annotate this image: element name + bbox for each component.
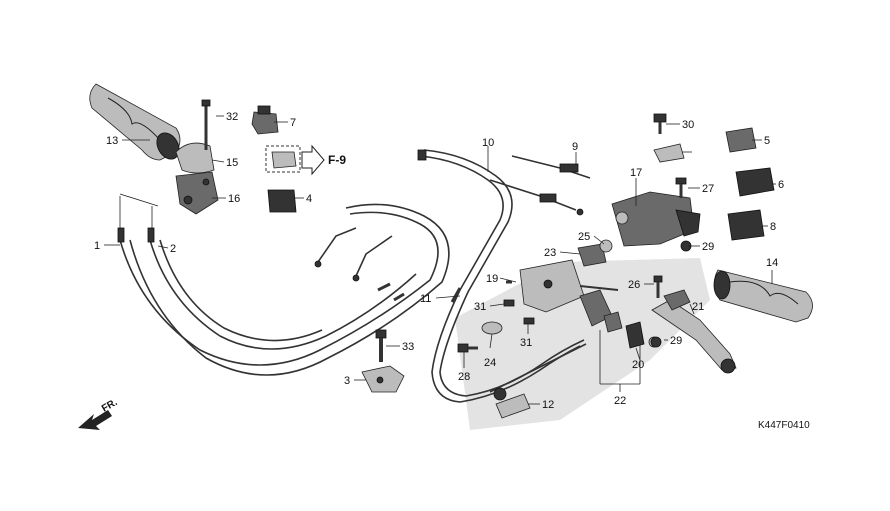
label-30: 30 xyxy=(682,119,694,131)
label-15: 15 xyxy=(226,157,238,169)
label-19: 19 xyxy=(486,273,498,285)
label-13: 13 xyxy=(106,135,118,147)
label-33: 33 xyxy=(402,341,414,353)
label-4: 4 xyxy=(306,193,312,205)
label-14: 14 xyxy=(766,257,778,269)
screen-shading xyxy=(455,258,710,430)
bolts-31 xyxy=(503,280,535,325)
screw-26 xyxy=(653,275,663,298)
label-20: 20 xyxy=(632,359,644,371)
throttle-housing xyxy=(175,142,219,215)
brake-cable xyxy=(417,149,585,403)
label-32: 32 xyxy=(226,111,238,123)
label-1: 1 xyxy=(94,240,100,252)
label-22: 22 xyxy=(614,395,626,407)
switch-22 xyxy=(579,289,641,385)
nut-29-lower xyxy=(650,336,662,348)
label-27: 27 xyxy=(702,183,714,195)
throttle-cables xyxy=(117,193,450,376)
label-2: 2 xyxy=(170,243,176,255)
cable-end-12 xyxy=(489,343,587,419)
bolt-33 xyxy=(375,329,387,362)
label-29-upper: 29 xyxy=(702,241,714,253)
switch-6 xyxy=(735,167,775,197)
clamp-18 xyxy=(653,143,685,163)
label-29-lower: 29 xyxy=(670,335,682,347)
label-3: 3 xyxy=(344,375,350,387)
label-26: 26 xyxy=(628,279,640,291)
label-6: 6 xyxy=(778,179,784,191)
screw-28 xyxy=(457,343,478,353)
switch-4 xyxy=(267,189,297,213)
direction-arrow: FR. xyxy=(78,397,120,430)
label-16: 16 xyxy=(228,193,240,205)
brake-lever xyxy=(651,289,737,374)
direction-label: FR. xyxy=(100,397,120,415)
label-17: 17 xyxy=(630,167,642,179)
label-7: 7 xyxy=(290,117,296,129)
plate-24 xyxy=(481,321,503,335)
label-11: 11 xyxy=(420,293,431,305)
wire-9 xyxy=(489,155,591,216)
label-21: 21 xyxy=(692,301,704,313)
switch-5 xyxy=(725,127,757,153)
label-31-lower: 31 xyxy=(520,337,532,349)
label-9: 9 xyxy=(572,141,578,153)
fig-ref-label: F-9 xyxy=(328,153,346,167)
label-10: 10 xyxy=(482,137,494,149)
left-grip xyxy=(89,83,181,161)
brake-housing xyxy=(611,191,701,247)
bolt-30 xyxy=(653,113,667,134)
screw-32 xyxy=(201,99,211,150)
diagram-code: K447F0410 xyxy=(758,420,810,431)
label-28: 28 xyxy=(458,371,470,383)
switch-housing-19 xyxy=(519,259,619,313)
switch-8 xyxy=(727,209,765,241)
fig-ref-part: F-9 xyxy=(265,144,346,176)
label-31-upper: 31 xyxy=(474,301,486,313)
bolt-27 xyxy=(675,177,687,198)
label-5: 5 xyxy=(764,135,770,147)
part-labels: 13 32 7 15 16 4 1 2 33 3 10 11 12 9 17 3… xyxy=(94,111,784,411)
right-grip xyxy=(713,269,813,323)
label-23: 23 xyxy=(544,247,556,259)
leader-lines xyxy=(104,115,776,405)
switch-7 xyxy=(251,105,279,135)
label-24: 24 xyxy=(484,357,496,369)
label-12: 12 xyxy=(542,399,554,411)
label-25: 25 xyxy=(578,231,590,243)
clamp-3 xyxy=(361,365,405,393)
label-8: 8 xyxy=(770,221,776,233)
